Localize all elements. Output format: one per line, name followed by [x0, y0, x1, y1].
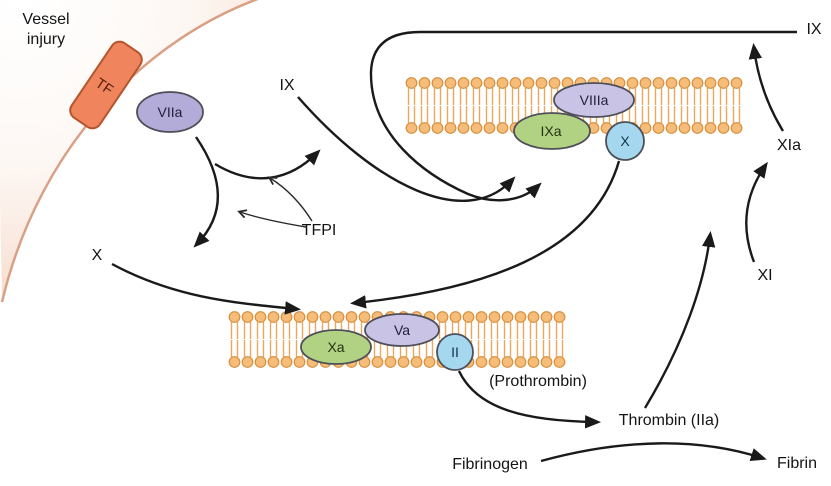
xa-node [300, 329, 372, 365]
va-label: Va [393, 322, 411, 338]
xa-label: Xa [327, 339, 345, 355]
tfpi-inhibition-layer [237, 176, 313, 228]
vessel-injury-label: Vessel injury [22, 11, 70, 48]
x-left-label: X [91, 247, 103, 264]
ixa-node [513, 112, 591, 150]
arrow-thrombin-to-xi-activation [643, 230, 716, 409]
arrow-ix-topright-to-ixa-complex [369, 30, 797, 202]
arrow-viia-to-ix-activation [214, 149, 321, 180]
arrow-viia-to-factor-x [193, 136, 220, 248]
arrow-tfpi-inhibit-2 [237, 209, 307, 228]
viiia-node [553, 82, 635, 118]
thrombin-label: Thrombin (IIa) [618, 412, 720, 429]
prothrombin-label: (Prothrombin) [489, 373, 587, 390]
arrow-xia-to-ix [748, 42, 785, 132]
ii-node [436, 333, 474, 371]
ix-top-right-label: IX [806, 21, 822, 38]
ix-left-label: IX [279, 77, 295, 94]
arrow-x-to-xa [111, 262, 302, 315]
viia-label: VIIa [157, 104, 183, 120]
viiia-label: VIIIa [579, 92, 609, 108]
vessel-wall-shading [0, 0, 256, 302]
x-membrane-node [605, 121, 645, 161]
xia-label: XIa [776, 137, 802, 154]
arrow-fibrinogen-to-fibrin [540, 442, 767, 463]
arrow-layer [111, 30, 797, 463]
arrow-complex-x-to-xa [349, 160, 621, 309]
tissue-factor-node [69, 40, 143, 130]
arrow-tfpi-inhibit-1 [267, 176, 313, 222]
fibrinogen-label: Fibrinogen [452, 456, 528, 473]
viia-node [136, 91, 204, 133]
arrow-xi-to-xia [745, 161, 768, 263]
x-membrane-label: X [620, 133, 630, 149]
ixa-label: IXa [540, 123, 562, 139]
arrow-ii-to-thrombin [457, 370, 602, 429]
tfpi-label: TFPI [301, 222, 337, 239]
fibrin-label: Fibrin [776, 455, 818, 472]
ii-label: II [451, 344, 459, 360]
arrow-ix-to-ixa-complex [297, 96, 516, 202]
xi-label: XI [757, 267, 773, 284]
va-node [364, 313, 440, 347]
